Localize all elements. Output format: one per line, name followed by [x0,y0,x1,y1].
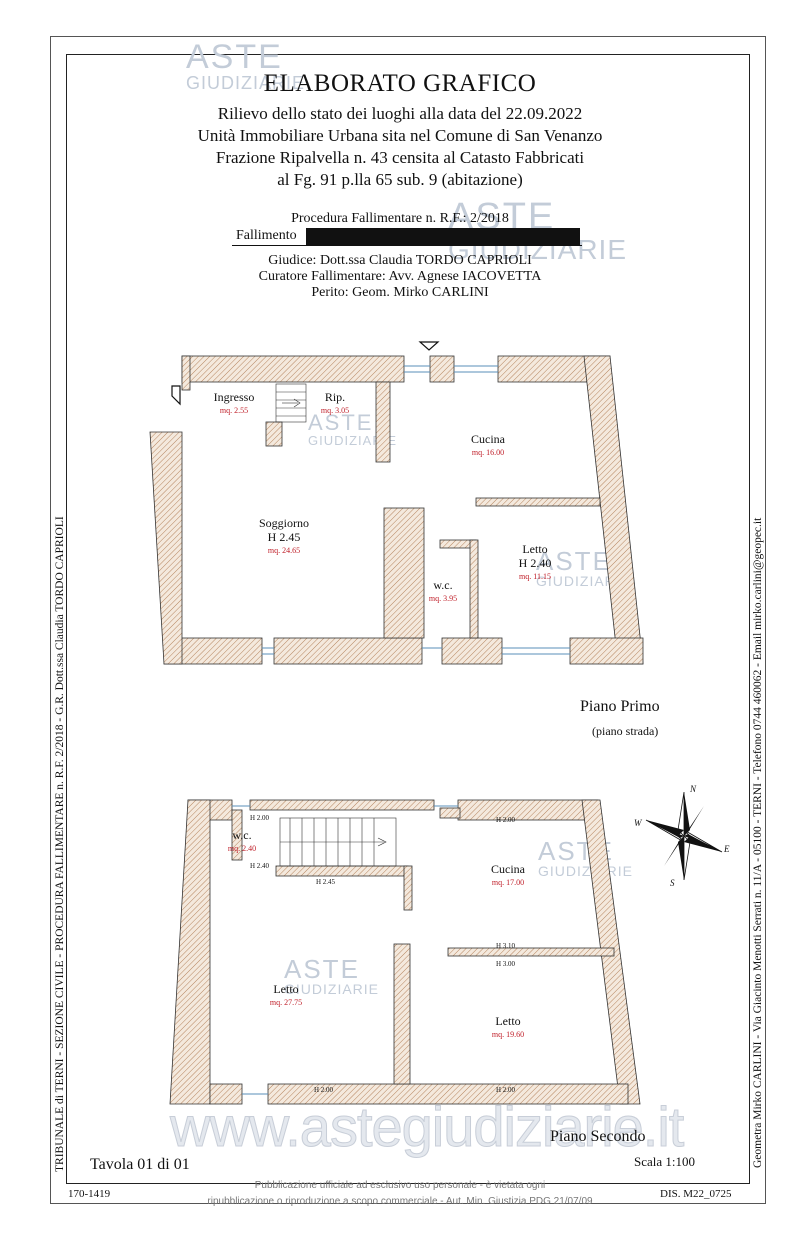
f2-height-wc: H 2.00 [250,814,270,822]
notice-line-2: ripubblicazione o riproduzione a scopo c… [207,1196,593,1207]
f1-wall-rip [375,381,391,463]
f2-wall-stair-bottom [275,865,409,877]
curator-line: Curatore Fallimentare: Avv. Agnese IACOV… [258,269,542,284]
code-left: 170-1419 [68,1188,111,1200]
floor2-plan [169,799,641,1105]
f1-wall-wc-right [469,539,479,639]
judge-line: Giudice: Dott.ssa Claudia TORDO CAPRIOLI [268,253,532,268]
f2-room-wc: w.c.mq. 2.40 [227,828,257,853]
f2-wall-letto-top [447,947,615,957]
f2-wall-cucina-left [439,807,461,819]
f1-wall-top-left [181,355,405,383]
scale-label: Scala 1:100 [634,1154,696,1169]
f2-stairs [279,817,397,867]
f1-windows [262,365,570,655]
f1-wall-bottom-3 [441,637,503,665]
f2-height-cucina: H 2.00 [496,816,516,824]
f2-wall-top-2 [249,799,435,811]
f1-wall-left [149,431,183,665]
header-line-4: al Fg. 91 p.lla 65 sub. 9 (abitazione) [277,170,523,189]
f2-height-stair-b: H 2.45 [316,878,336,886]
f1-wall-soggiorno-wc [383,507,425,639]
f2-height-letto-2: H 2.00 [496,1086,516,1094]
drawing-title: ELABORATO GRAFICO [263,70,537,97]
sheet-outer-border [50,36,766,1204]
compass-s: S [670,878,675,888]
f2-windows [232,805,458,1095]
f2-height-beam-a: H 3.10 [496,942,516,950]
f2-wall-letto-mid [393,943,411,1085]
f1-wall-top-mid [429,355,455,383]
compass-w: W [634,818,642,828]
f1-wall-right [583,355,644,665]
f1-wall-letto-top [475,497,601,507]
compass-rose [645,791,723,881]
f1-wall-bottom-4 [569,637,644,665]
f1-wall-bottom-2 [273,637,423,665]
f2-wall-left [169,799,211,1105]
compass-n: N [690,784,697,794]
f1-entrance-marker [418,341,440,351]
notice-line-1: Pubblicazione ufficiale ad esclusivo uso… [254,1180,546,1191]
floor1-plan [149,355,644,665]
watermark-url: www.astegiudiziarie.it [169,1095,684,1159]
f2-floor-name: Piano Secondo [550,1128,646,1145]
f2-height-letto-1: H 2.00 [314,1086,334,1094]
procedure-number: Procedura Fallimentare n. R.F.: 2/2018 [291,211,509,226]
f1-room-wc: w.c.mq. 3.95 [428,578,458,603]
f1-door-marker [171,385,181,406]
f2-height-stair-a: H 2.40 [250,862,270,870]
f2-wall-top-3 [457,799,599,821]
redaction-bar [306,228,580,246]
header-line-3: Frazione Ripalvella n. 43 censita al Cat… [215,148,585,167]
tavola-label: Tavola 01 di 01 [90,1156,190,1173]
compass-e: E [724,844,730,854]
expert-line: Perito: Geom. Mirko CARLINI [311,285,489,300]
header-line-1: Rilievo dello stato dei luoghi alla data… [217,104,583,123]
f1-wall-left-top [181,355,191,391]
f2-height-beam-b: H 3.00 [496,960,516,968]
header-line-2: Unità Immobiliare Urbana sita nel Comune… [197,126,603,145]
f1-floor-name: Piano Primo [580,698,660,715]
f1-room-rip: Rip.mq. 3.05 [320,390,350,415]
f2-wall-stair-right [403,865,413,911]
f2-wall-wc [231,809,243,861]
code-right: DIS. M22_0725 [660,1188,732,1200]
f1-stairs [275,383,307,423]
sheet-inner-border [66,54,750,1184]
fallimento-label: Fallimento [236,228,297,243]
f1-floor-subtitle: (piano strada) [592,724,659,738]
f1-wall-stair [265,421,283,447]
